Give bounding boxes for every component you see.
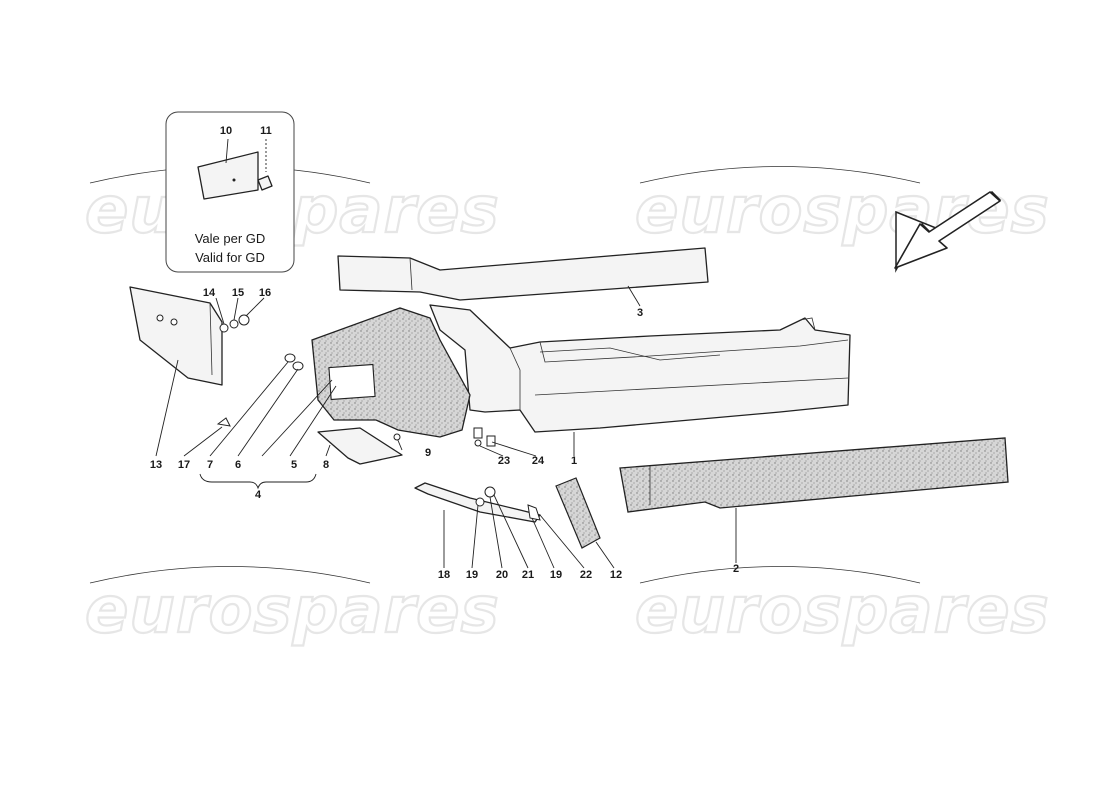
inset-detail-box: 10 11 Vale per GD Valid for GD: [165, 111, 295, 273]
part-18-bracket-assembly: [414, 482, 541, 523]
callout-label: 17: [178, 459, 190, 471]
inset-caption-line1: Vale per GD: [195, 231, 266, 246]
callout-label: 12: [610, 569, 622, 581]
leader-lines: [155, 285, 737, 569]
fastener-9: [393, 433, 403, 451]
watermark-text: eurospares: [635, 574, 1050, 648]
callout-label: 24: [532, 455, 545, 467]
part-2-carpet-trim: [619, 437, 1009, 513]
callout-label: 19: [466, 569, 478, 581]
callout-label: 8: [323, 459, 329, 471]
part-5-carpet-panel: [311, 307, 471, 438]
callout-label: 6: [235, 459, 241, 471]
fastener-17: [216, 417, 231, 427]
watermark-text: eurospares: [85, 574, 500, 648]
direction-arrow-icon: [894, 191, 1002, 273]
part-8-plate: [317, 427, 403, 465]
callout-label: 14: [203, 287, 216, 299]
callout-label: 15: [232, 287, 244, 299]
callout-label: 5: [291, 459, 297, 471]
callout-label: 11: [260, 125, 272, 137]
callout-label: 16: [259, 287, 271, 299]
part-3-top-trim: [337, 247, 709, 301]
fastener-6-7: [284, 353, 304, 371]
callout-label: 7: [207, 459, 213, 471]
callout-label: 2: [733, 563, 739, 575]
callout-label: 19: [550, 569, 562, 581]
callout-label: 3: [637, 307, 643, 319]
callout-label: 22: [580, 569, 592, 581]
callout-label: 21: [522, 569, 534, 581]
callout-label: 10: [220, 125, 232, 137]
callout-label: 18: [438, 569, 450, 581]
part-12-carpet-piece: [555, 477, 601, 549]
watermark-text: eurospares: [635, 174, 1050, 248]
fastener-14-15-16: [219, 314, 250, 333]
part-1-center-console: [429, 304, 851, 439]
inset-caption-line2: Valid for GD: [195, 250, 265, 265]
callout-labels: 14 15 16 13 17 7 6 5 8 9 4 3 23 24 1 2 1…: [150, 287, 739, 581]
callout-label: 9: [425, 447, 431, 459]
part-13-bracket: [129, 286, 223, 386]
callout-label: 1: [571, 455, 577, 467]
fastener-23-24: [474, 435, 496, 447]
callout-label: 20: [496, 569, 508, 581]
callout-label: 13: [150, 459, 162, 471]
callout-label: 4: [255, 489, 262, 501]
callout-label: 23: [498, 455, 510, 467]
